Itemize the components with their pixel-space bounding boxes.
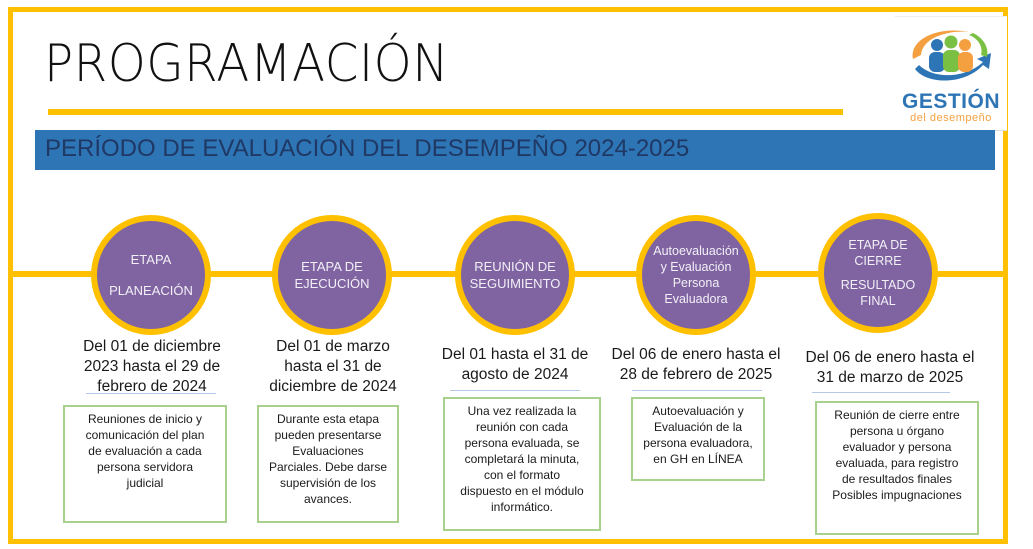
date-line: 28 de febrero de 2025 <box>619 366 773 383</box>
slide-frame <box>8 7 1008 544</box>
note-line: Parciales. Debe darse <box>268 460 388 474</box>
period-banner: PERÍODO DE EVALUACIÓN DEL DESEMPEÑO 2024… <box>35 130 995 170</box>
circle-label: FINAL <box>860 294 896 308</box>
people-group-arrow-icon <box>912 30 991 81</box>
stage-circle: ETAPA DE EJECUCIÓN <box>272 215 392 335</box>
dates-underline <box>86 393 216 394</box>
gestion-logo: GESTIÓN del desempeño <box>895 16 1007 131</box>
note-line: de resultados finales <box>841 472 953 486</box>
note-line: avances. <box>303 492 353 506</box>
page-title: PROGRAMACIÓN <box>44 34 449 94</box>
note-line: Evaluaciones <box>292 444 364 458</box>
date-line: Del 01 de marzo <box>276 338 390 355</box>
date-line: Del 06 de enero hasta el <box>611 346 781 363</box>
date-line: hasta el 31 de <box>284 358 382 375</box>
note-line: evaluada, para registro <box>835 456 959 470</box>
stage-dates: Del 06 de enero hasta el 31 de marzo de … <box>800 348 980 388</box>
stage-note: Durante esta etapa pueden presentarse Ev… <box>257 405 399 523</box>
note-line: con el formato <box>483 468 561 482</box>
logo-subtitle: del desempeño <box>910 112 992 124</box>
note-line: Evaluación de la <box>653 420 743 434</box>
period-banner-text: PERÍODO DE EVALUACIÓN DEL DESEMPEÑO 2024… <box>45 135 690 162</box>
note-line: Reunión de cierre entre <box>834 408 960 422</box>
dates-underline <box>812 392 950 393</box>
circle-label: PLANEACIÓN <box>109 283 193 298</box>
dates-underline <box>450 390 580 391</box>
circle-label: ETAPA DE <box>848 238 908 252</box>
note-line: Posibles impugnaciones <box>832 488 962 502</box>
note-line: comunicación del plan <box>85 428 205 442</box>
note-line: Reuniones de inicio y <box>87 412 203 426</box>
stage-circle: REUNIÓN DE SEGUIMIENTO <box>455 215 575 335</box>
circle-label: EJECUCIÓN <box>294 276 370 291</box>
date-line: agosto de 2024 <box>461 366 569 383</box>
note-line: en GH en LÍNEA <box>653 452 743 466</box>
stage-dates: Del 06 de enero hasta el 28 de febrero d… <box>606 345 786 385</box>
circle-label: RESULTADO <box>840 278 916 292</box>
circle-label: ETAPA <box>130 252 172 267</box>
stage-note: Reuniones de inicio y comunicación del p… <box>63 405 227 523</box>
stage-circle: Autoevaluación y Evaluación Persona Eval… <box>636 215 756 335</box>
circle-label: SEGUIMIENTO <box>469 276 561 291</box>
note-line: pueden presentarse <box>274 428 382 442</box>
circle-label: Autoevaluación <box>653 244 739 258</box>
note-line: dispuesto en el módulo <box>460 484 584 498</box>
date-line: Del 01 de diciembre <box>83 338 221 355</box>
stage-note: Autoevaluación y Evaluación de la person… <box>631 397 765 481</box>
note-line: supervisión de los <box>279 476 377 490</box>
stage-circle: ETAPA DE CIERRE RESULTADO FINAL <box>818 213 938 333</box>
circle-label: ETAPA DE <box>301 259 363 274</box>
circle-label: Persona <box>672 276 720 290</box>
note-line: persona evaluada, se <box>464 436 580 450</box>
stage-circle: ETAPA PLANEACIÓN <box>91 215 211 335</box>
circle-label: Evaluadora <box>664 292 728 306</box>
stage-note: Una vez realizada la reunión con cada pe… <box>443 397 601 531</box>
date-line: febrero de 2024 <box>97 378 207 395</box>
date-line: 31 de marzo de 2025 <box>816 369 964 386</box>
stage-dates: Del 01 de marzo hasta el 31 de diciembre… <box>248 337 418 397</box>
date-line: Del 06 de enero hasta el <box>805 349 975 366</box>
title-underline <box>48 109 843 115</box>
date-line: 2023 hasta el 29 de <box>83 358 221 375</box>
dates-underline <box>632 390 762 391</box>
note-line: evaluador y persona <box>842 440 952 454</box>
note-line: persona u órgano <box>849 424 945 438</box>
note-line: persona servidora <box>96 460 194 474</box>
date-line: diciembre de 2024 <box>269 378 397 395</box>
circle-label: REUNIÓN DE <box>474 259 556 274</box>
note-line: de evaluación a cada <box>88 444 202 458</box>
date-line: Del 01 hasta el 31 de <box>441 346 589 363</box>
note-line: persona evaluadora, <box>643 436 753 450</box>
note-line: completará la minuta, <box>464 452 580 466</box>
note-line: reunión con cada <box>475 420 569 434</box>
circle-label: y Evaluación <box>660 260 732 274</box>
circle-label: CIERRE <box>854 254 902 268</box>
stage-dates: Del 01 hasta el 31 de agosto de 2024 <box>430 345 600 385</box>
note-line: informático. <box>490 500 554 514</box>
stage-note: Reunión de cierre entre persona u órgano… <box>815 401 979 535</box>
logo-wordmark: GESTIÓN <box>901 90 1000 113</box>
note-line: Una vez realizada la <box>467 404 577 418</box>
note-line: Autoevaluación y <box>652 404 744 418</box>
stage-dates: Del 01 de diciembre 2023 hasta el 29 de … <box>61 337 243 397</box>
note-line: judicial <box>126 476 164 490</box>
note-line: Durante esta etapa <box>276 412 380 426</box>
